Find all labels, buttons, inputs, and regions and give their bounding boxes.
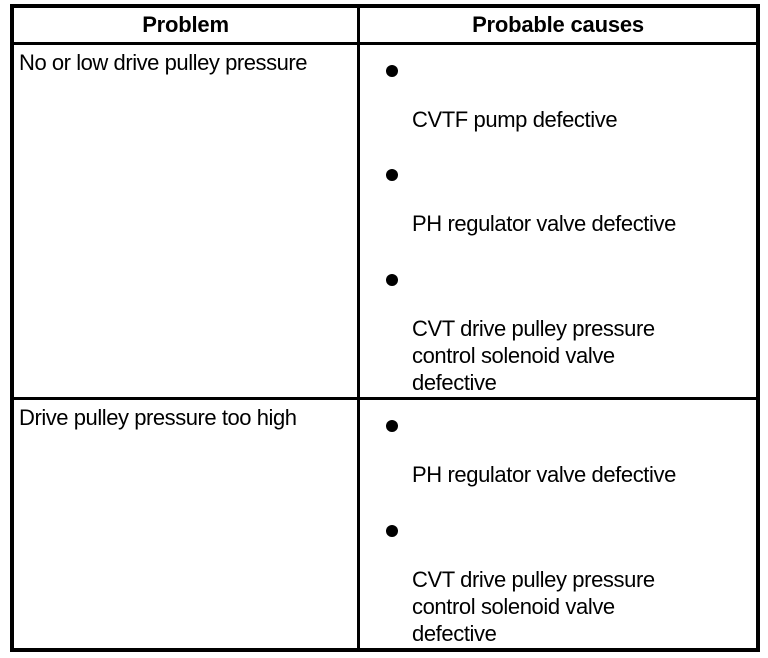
table-row-2-problem: Drive pulley pressure too high xyxy=(19,405,297,430)
column-header-problem: Problem xyxy=(142,12,229,37)
row-divider xyxy=(14,397,756,400)
bullet-icon xyxy=(386,525,398,537)
cause-line: control solenoid valve xyxy=(412,343,615,368)
header-divider xyxy=(14,42,756,45)
table-grid: Problem Probable causes No or low drive … xyxy=(14,8,756,648)
troubleshooting-table: Problem Probable causes No or low drive … xyxy=(10,4,760,652)
cause-line: CVT drive pulley pressure xyxy=(412,316,655,341)
cause-line: control solenoid valve xyxy=(412,594,615,619)
cause-text: CVT drive pulley pressure control soleno… xyxy=(412,566,750,647)
cause-line: CVT drive pulley pressure xyxy=(412,567,655,592)
cause-text: CVTF pump defective xyxy=(412,106,750,133)
bullet-icon xyxy=(386,420,398,432)
cause-line: PH regulator valve defective xyxy=(412,211,676,236)
table-row-2-causes: PH regulator valve defective CVT drive p… xyxy=(360,400,756,652)
cause-line: defective xyxy=(412,621,497,646)
bullet-icon xyxy=(386,169,398,181)
cause-line: defective xyxy=(412,370,497,395)
cause-line: CVTF pump defective xyxy=(412,107,618,132)
cause-text: PH regulator valve defective xyxy=(412,210,750,237)
cause-line: PH regulator valve defective xyxy=(412,462,676,487)
bullet-icon xyxy=(386,274,398,286)
cause-text: CVT drive pulley pressure control soleno… xyxy=(412,315,750,396)
column-divider xyxy=(357,8,360,648)
bullet-icon xyxy=(386,65,398,77)
table-row-1-problem: No or low drive pulley pressure xyxy=(19,50,308,75)
column-header-probable-causes: Probable causes xyxy=(472,12,644,37)
cause-text: PH regulator valve defective xyxy=(412,461,750,488)
table-row-1-causes: CVTF pump defective PH regulator valve d… xyxy=(360,45,756,397)
